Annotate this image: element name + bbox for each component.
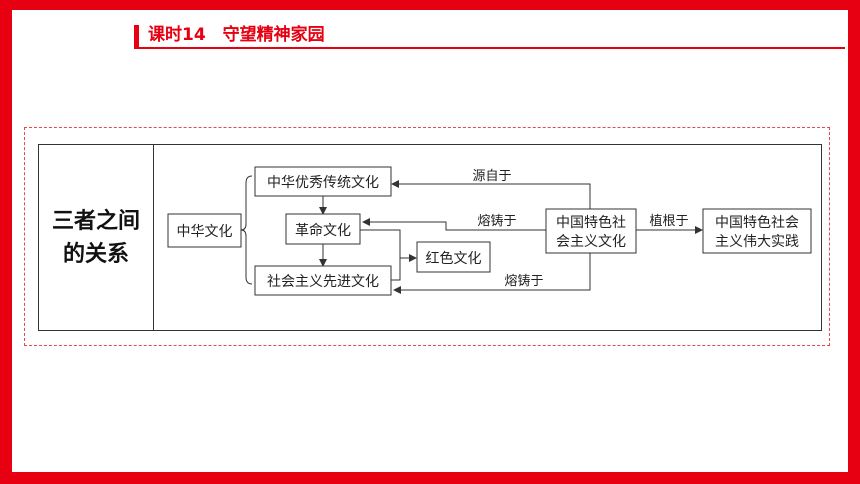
dashed-container (24, 127, 830, 346)
edge-label-yuanzi: 源自于 (472, 169, 511, 184)
arrow-yuanzi (391, 180, 591, 209)
node-tese-box (545, 208, 637, 254)
frame-left (0, 0, 12, 484)
edge-label-rongzhu-bottom: 熔铸于 (504, 273, 543, 289)
node-xianjin: 社会主义先进文化 (267, 274, 379, 290)
arrow-rongzhu-top (362, 218, 546, 231)
node-zhonghua-box (167, 213, 242, 248)
node-shijian-line1: 中国特色社会 (715, 214, 799, 231)
frame-right (848, 0, 860, 484)
arrow-rongzhu-bottom (393, 253, 591, 294)
title-underline (134, 47, 845, 49)
edge-label-zhigen: 植根于 (649, 214, 688, 229)
brace (240, 175, 253, 285)
node-hongse: 红色文化 (426, 250, 482, 267)
row-label-line1: 三者之间 (51, 209, 140, 234)
node-geming: 革命文化 (295, 222, 351, 239)
row-label-line2: 的关系 (62, 242, 129, 267)
node-geming-box (285, 213, 361, 245)
row-label: 三者之间 的关系 (40, 205, 152, 271)
table-divider (153, 144, 154, 331)
relation-table (38, 144, 822, 331)
node-tese-line1: 中国特色社 (556, 214, 626, 231)
edge-label-rongzhu-top: 熔铸于 (477, 213, 516, 229)
frame-top (0, 0, 860, 10)
node-shijian-line2: 主义伟大实践 (715, 234, 799, 250)
node-youxiu: 中华优秀传统文化 (267, 175, 379, 191)
connector-geming-hongse (360, 229, 401, 281)
node-youxiu-box (254, 166, 392, 197)
node-tese-line2: 会主义文化 (556, 234, 626, 250)
node-zhonghua: 中华文化 (177, 224, 233, 240)
title-accent-bar (134, 25, 139, 47)
frame-bottom (0, 472, 860, 484)
node-hongse-box (416, 241, 491, 273)
lesson-title: 课时14 守望精神家园 (148, 25, 325, 45)
node-xianjin-box (254, 265, 392, 296)
node-shijian-box (702, 208, 812, 254)
